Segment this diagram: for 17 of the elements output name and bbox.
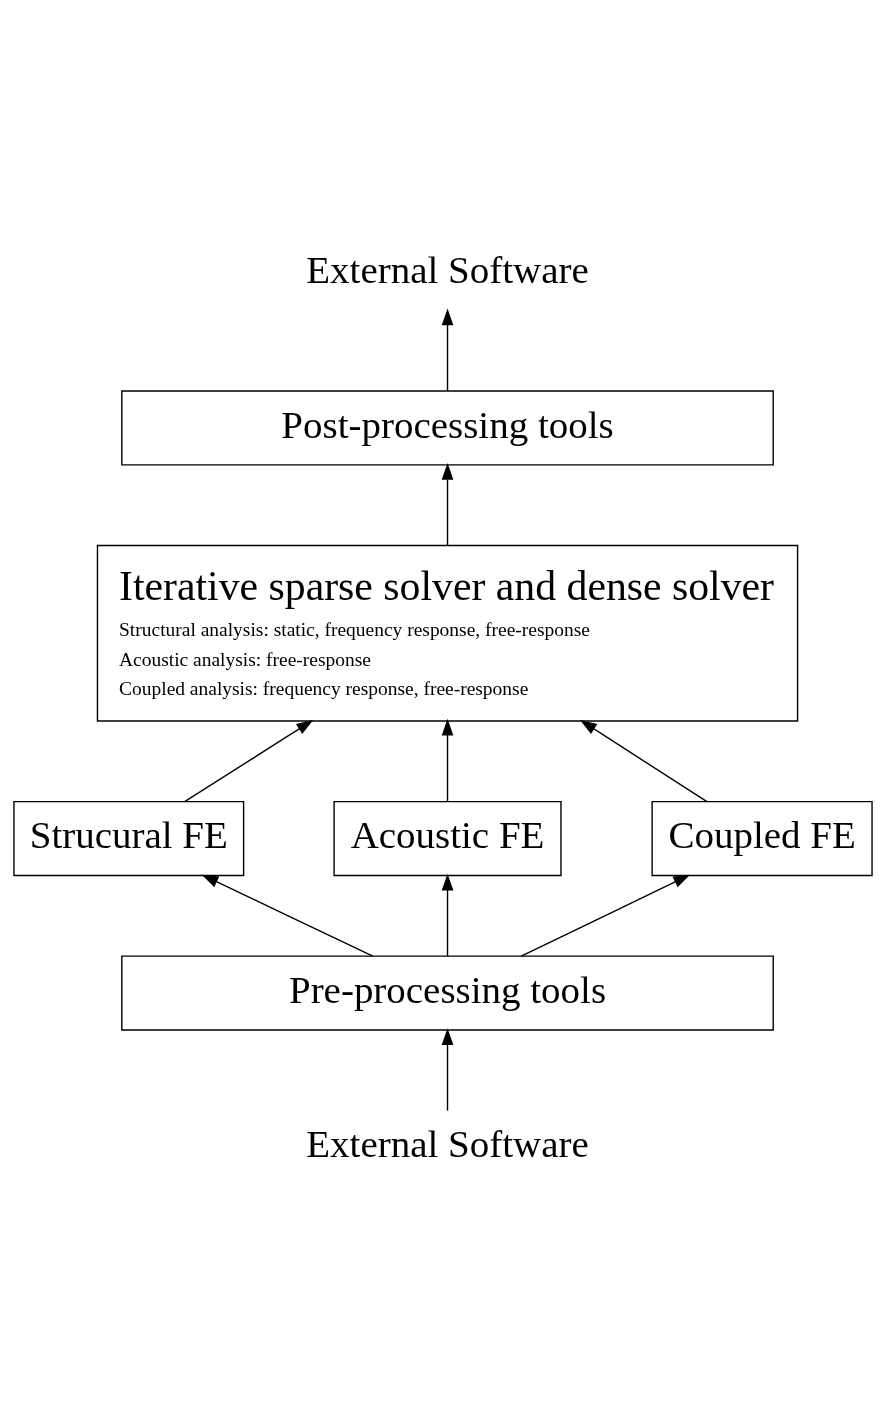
arrow [441, 718, 454, 802]
node-box: Acoustic FE [333, 800, 562, 876]
arrow [201, 874, 374, 957]
node-text: External Software [306, 1121, 589, 1165]
node-box: Post-processing tools [121, 389, 774, 466]
arrow [580, 719, 708, 802]
arrow [441, 462, 454, 546]
arrow [183, 719, 314, 802]
node-box: Strucural FE [13, 800, 245, 876]
arrow [441, 308, 454, 392]
arrow [520, 874, 691, 957]
node-text: External Software [306, 247, 589, 291]
node-box: Pre-processing tools [121, 954, 774, 1031]
node-box: Iterative sparse solver and dense solver Structural analysis: static, frequency response, free-response Acoustic analysis: free-response Coupled analysis: frequency response, free-response [96, 544, 799, 722]
arrow [441, 873, 454, 957]
node-box: Coupled FE [651, 800, 873, 876]
arrow [441, 1027, 454, 1111]
